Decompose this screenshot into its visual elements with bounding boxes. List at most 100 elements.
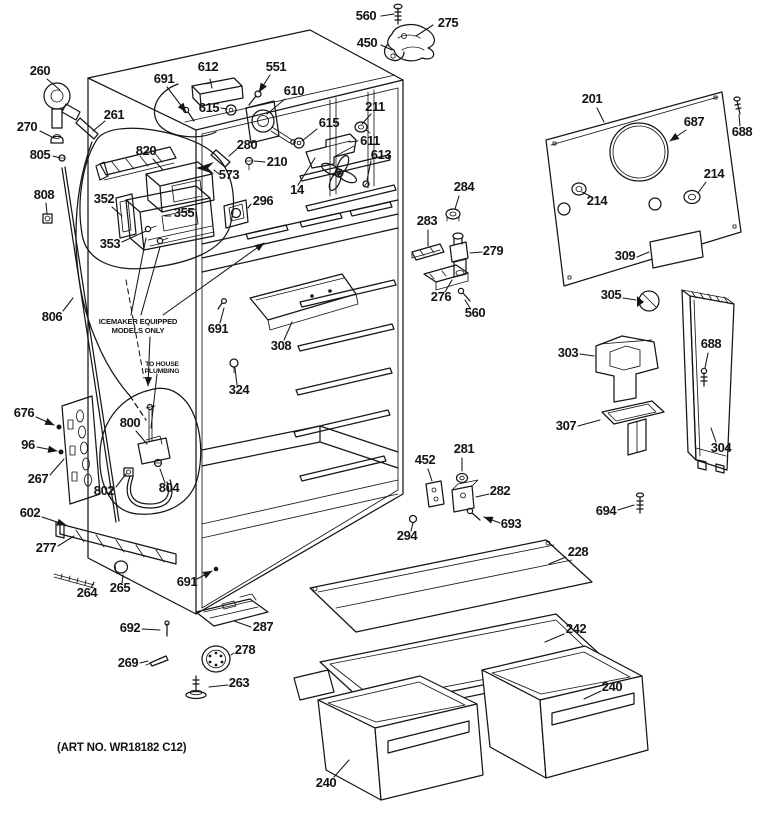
part-nut-808	[42, 213, 53, 224]
leader-line-808	[45, 202, 48, 215]
leader-line-96	[36, 445, 58, 453]
part-frame-352	[115, 193, 137, 239]
part-screw-560-top	[393, 3, 403, 25]
leader-line-691	[196, 570, 213, 580]
part-label-211: 211	[365, 99, 385, 114]
leader-line-211	[361, 113, 372, 125]
leader-line-602	[41, 516, 67, 526]
part-grommet-296	[223, 199, 249, 229]
part-label-296: 296	[253, 193, 274, 208]
part-tube-806	[61, 141, 147, 523]
part-label-282: 282	[490, 483, 511, 498]
part-tube-261	[75, 117, 99, 140]
part-label-261: 261	[104, 107, 125, 122]
leader-line-240	[333, 759, 350, 778]
part-stud-324	[229, 358, 239, 374]
leader-line-692	[141, 628, 161, 631]
leader-line-242	[544, 633, 565, 643]
part-grommet-214b	[683, 189, 701, 205]
part-screw-691-top	[182, 106, 195, 122]
part-board-287	[195, 593, 269, 627]
part-nut-211	[354, 121, 371, 134]
part-label-560: 560	[465, 305, 486, 320]
leader-line-264	[90, 581, 95, 589]
part-label-281: 281	[454, 441, 475, 456]
part-nut-284	[445, 208, 461, 222]
part-fan-blade-613	[320, 154, 370, 192]
part-label-303: 303	[558, 345, 579, 360]
part-cap-270	[50, 134, 64, 144]
part-screw-688a	[733, 96, 742, 115]
part-label-260: 260	[30, 63, 51, 78]
leader-line-303	[579, 353, 595, 357]
part-support-307	[601, 400, 665, 456]
part-label-264: 264	[77, 585, 99, 600]
part-label-688: 688	[732, 124, 753, 139]
leader-line-615	[220, 107, 228, 110]
part-pin-280	[210, 149, 231, 168]
leader-line-201	[596, 107, 605, 123]
leader-line-228	[548, 556, 567, 565]
part-water-valve-800	[137, 403, 171, 465]
part-bracket-276	[423, 264, 469, 291]
part-label-242: 242	[566, 621, 587, 636]
part-icemaker-assembly	[95, 146, 215, 251]
leader-line-275	[415, 24, 434, 37]
part-screw-210	[244, 156, 254, 171]
part-pin-692	[164, 620, 170, 637]
part-bracket-283	[411, 243, 445, 261]
part-screw-693	[466, 507, 481, 521]
part-label-687: 687	[684, 114, 705, 129]
part-label-294: 294	[397, 528, 419, 543]
part-label-277: 277	[36, 540, 57, 555]
part-label-551: 551	[266, 59, 287, 74]
part-label-284: 284	[454, 179, 476, 194]
part-duct-303	[595, 335, 659, 403]
leader-line-820	[152, 158, 164, 171]
part-label-275: 275	[438, 15, 459, 30]
annotation-line-4	[140, 246, 161, 316]
part-label-612: 612	[198, 59, 219, 74]
leader-line-260	[46, 78, 61, 91]
part-label-691: 691	[208, 321, 229, 336]
leader-line-287	[233, 620, 252, 628]
part-label-280: 280	[237, 137, 258, 152]
part-label-96: 96	[21, 437, 35, 452]
part-screw-96	[58, 449, 64, 455]
part-label-269: 269	[118, 655, 139, 670]
part-label-802: 802	[94, 483, 115, 498]
part-bracket-282	[451, 479, 479, 513]
part-label-808: 808	[34, 187, 55, 202]
part-label-14: 14	[290, 182, 305, 197]
part-label-307: 307	[556, 418, 577, 433]
leader-line-450	[380, 44, 393, 51]
leader-line-278	[230, 652, 235, 656]
leader-line-267	[49, 458, 65, 476]
leader-line-694	[617, 504, 635, 511]
part-label-228: 228	[568, 544, 589, 559]
leader-line-615	[301, 128, 318, 142]
part-label-355: 355	[174, 205, 195, 220]
part-label-304: 304	[711, 440, 733, 455]
leader-line-693	[483, 516, 501, 524]
part-label-352: 352	[94, 191, 115, 206]
note-plumbing-line2: PLUMBING	[145, 368, 180, 375]
part-label-324: 324	[229, 382, 251, 397]
part-label-308: 308	[271, 338, 292, 353]
part-screw-694	[635, 492, 645, 514]
art-number: (ART NO. WR18182 C12)	[57, 742, 187, 754]
part-bushing-260	[43, 82, 81, 129]
leader-line-284	[454, 195, 460, 210]
leader-line-573	[213, 169, 220, 175]
part-screw-688b	[700, 367, 708, 387]
part-nut-281	[455, 472, 469, 484]
note-icemaker-line2: MODELS ONLY	[112, 326, 165, 335]
part-screw-263	[185, 675, 207, 700]
leader-line-309	[636, 251, 650, 258]
part-rail-277	[55, 521, 177, 565]
leader-line-688	[738, 114, 741, 127]
leader-line-263	[208, 684, 229, 688]
part-clip-802	[123, 467, 134, 477]
part-label-805: 805	[30, 147, 51, 162]
